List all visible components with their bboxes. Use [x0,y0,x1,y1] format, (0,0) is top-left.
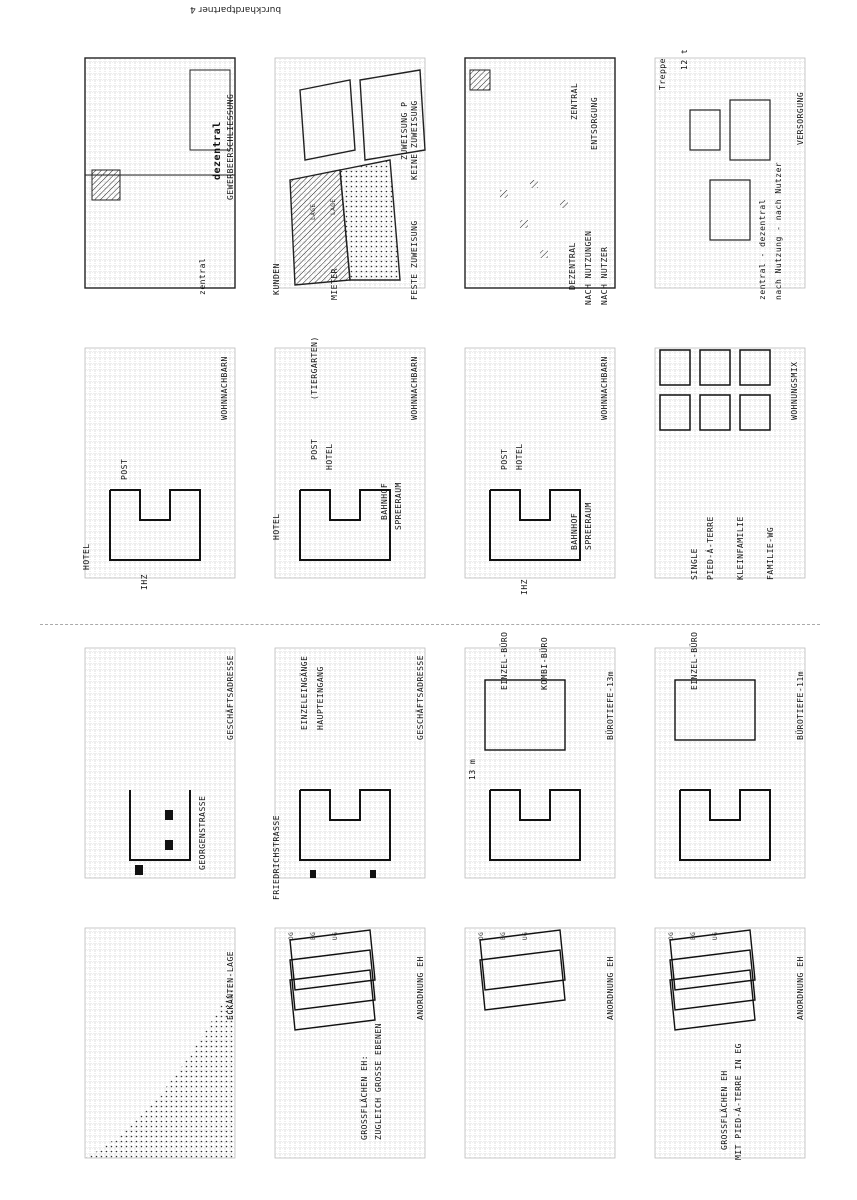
label-gewerbeerschliessung: GEWERBEERSCHLIESSUNG [226,93,235,200]
label-ug: UG [332,931,339,940]
label-hotel-4: HOTEL [515,443,524,470]
label-eckanten-lage: ECKANTEN-LAGE [226,950,235,1020]
label-og: OG [288,931,295,940]
panel-buerotiefe-13: EINZEL-BÜRO KOMBI-BÜRO 13 m BÜROTIEFE-13… [460,632,620,895]
label-einzel-buero: EINZEL-BÜRO [500,631,509,690]
label-post: POST [120,458,129,480]
label-kombi-buero: KOMBI-BÜRO [540,636,549,690]
label-grossflaechen-eh: GROSSFLÄCHEN EH: [360,1054,369,1140]
panel-wohnnachbarn-3: POST HOTEL BAHNHOF SPREERAUM IHZ WOHNNAC… [460,340,620,595]
label-einzeleingaenge: EINZELEINGÄNGE [300,655,309,730]
label-ihz-2: IHZ [520,579,529,595]
label-wohnnachbarn-3: WOHNNACHBARN [600,356,609,420]
panel-grossflaechen-pied: GROSSFLÄCHEN EH MIT PIED-Á-TERRE IN EG A… [650,920,810,1175]
label-ihz: IHZ [140,574,149,590]
label-hotel-3: HOTEL [272,513,281,540]
panel-wohnnachbarn-1: HOTEL POST WOHNNACHBARN IHZ [80,340,240,595]
label-lage-1: LAGE [310,203,317,220]
label-nach-nutzung: nach Nutzung - nach Nutzer [774,161,783,300]
label-kunden: KUNDEN [272,263,281,295]
label-ug-2: UG [522,931,529,940]
label-tiergarten: (TIERGARTEN) [310,336,319,400]
panel-wohnungsmix: SINGLE PIED-Á-TERRE KLEINFAMILIE FAMILIE… [650,340,810,595]
label-buerotiefe-13m: BÜROTIEFE-13m [606,670,615,740]
label-13m: 13 m [468,758,477,780]
label-hotel: HOTEL [82,543,91,570]
label-keine-zuweisung: KEINE ZUWEISUNG [410,100,419,180]
label-feste-zuweisung: FESTE ZUWEISUNG [410,220,419,300]
label-dezentral: dezentral [212,121,223,180]
label-geschaeftsadresse-2: GESCHÄFTSADRESSE [416,654,425,740]
label-wohnnachbarn: WOHNNACHBARN [220,356,229,420]
panel-georgenstrasse: GEORGENSTRASSE GESCHÄFTSADRESSE [80,640,240,895]
panel-zuweisung: KEINE ZUWEISUNG ZUWEISUNG P KUNDEN MIETE… [270,50,430,305]
label-anordnung-eh-2: ANORDNUNG EH [606,956,615,1020]
label-eg: EG [310,931,317,940]
label-bahnhof: BAHNHOF [380,482,389,520]
label-nach-nutzer: NACH NUTZER [600,246,609,305]
label-post-2: POST [310,438,319,460]
fold-divider [40,624,820,625]
label-zuweisung-p: ZUWEISUNG P [400,101,409,160]
label-pied-a-terre: PIED-Á-TERRE [706,516,715,580]
label-zentral-dezentral: zentral - dezentral [758,198,767,300]
label-haupteingang: HAUPTEINGANG [316,666,325,730]
panel-versorgung: Treppe 12 t VERSORGUNG zentral - dezentr… [650,48,810,305]
label-eg-3: EG [690,931,697,940]
label-spreeraum-2: SPREERAUM [584,502,593,550]
sketch-sheet: dezentral GEWERBEERSCHLIESSUNG zentral K… [40,40,820,1170]
panel-eckanten-lage: ECKANTEN-LAGE [80,920,240,1175]
label-georgenstrasse: GEORGENSTRASSE [198,795,207,870]
label-dezentral-entsorgung: DEZENTRAL [568,242,577,290]
panel-gewerbeerschliessung: dezentral GEWERBEERSCHLIESSUNG zentral [80,50,240,305]
label-og-2: OG [478,931,485,940]
label-treppe: Treppe [658,58,667,90]
label-mieter: MIETER [330,268,339,300]
label-spreeraum: SPREERAUM [394,482,403,530]
panel-friedrichstrasse: EINZELEINGÄNGE HAUPTEINGANG FRIEDRICHSTR… [270,640,430,900]
label-wohnnachbarn-2: WOHNNACHBARN [410,356,419,420]
label-buerotiefe-11m: BÜROTIEFE-11m [796,670,805,740]
panel-buerotiefe-11: EINZEL-BÜRO BÜROTIEFE-11m [650,632,810,895]
label-ug-3: UG [712,931,719,940]
label-12t: 12 t [680,48,689,70]
label-og-3: OG [668,931,675,940]
label-geschaeftsadresse: GESCHÄFTSADRESSE [226,654,235,740]
label-bahnhof-2: BAHNHOF [570,512,579,550]
panel-wohnnachbarn-2: POST (TIERGARTEN) HOTEL HOTEL BAHNHOF SP… [270,336,430,595]
panel-anordnung-eh: ANORDNUNG EH OG EG UG [460,920,620,1175]
panel-entsorgung: ZENTRAL ENTSORGUNG DEZENTRAL NACH NUTZUN… [460,50,620,305]
panel-grossflaechen: GROSSFLÄCHEN EH: ZUGLEICH GROSSE EBENEN … [270,920,430,1175]
label-entsorgung: ENTSORGUNG [590,96,599,150]
page-header: burckhardtpartner 4 [190,4,282,14]
label-lage-2: LAGE [330,198,337,215]
label-anordnung-eh-3: ANORDNUNG EH [796,956,805,1020]
label-versorgung: VERSORGUNG [796,91,805,145]
label-kleinfamilie: KLEINFAMILIE [736,516,745,580]
label-anordnung-eh: ANORDNUNG EH [416,956,425,1020]
label-zentral: zentral [198,257,207,295]
label-mit-pied-a-terre: MIT PIED-Á-TERRE IN EG [734,1043,743,1160]
label-post-3: POST [500,448,509,470]
label-grossflaechen-eh-2: GROSSFLÄCHEN EH [720,1070,729,1150]
label-familie-wg: FAMILIE-WG [766,526,775,580]
label-single: SINGLE [690,548,699,580]
label-nach-nutzungen: NACH NUTZUNGEN [584,230,593,305]
label-eg-2: EG [500,931,507,940]
label-einzel-buero-2: EINZEL-BÜRO [690,631,699,690]
label-hotel-2: HOTEL [325,443,334,470]
label-friedrichstrasse: FRIEDRICHSTRASSE [272,814,281,900]
label-zentral-entsorgung: ZENTRAL [570,82,579,120]
label-zugleich-grosse-ebenen: ZUGLEICH GROSSE EBENEN [374,1023,383,1140]
label-wohnungsmix: WOHNUNGSMIX [790,361,799,420]
